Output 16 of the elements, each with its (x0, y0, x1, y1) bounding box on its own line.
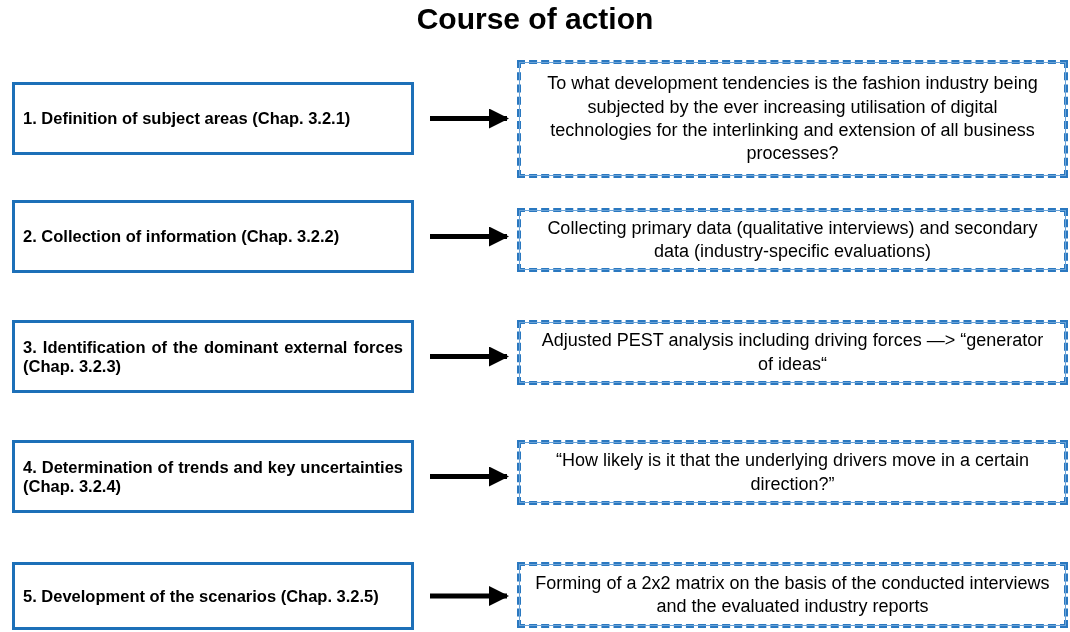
title: Course of action (415, 2, 655, 36)
arrow (430, 586, 509, 606)
step-box: 5. Development of the scenarios (Chap. 3.2.5) (12, 562, 414, 630)
description-box: To what development tendencies is the fashion industry being subjected by the ever increasing utilisation of digital technologies for the interlinking and extension of all business processes? (517, 60, 1068, 178)
description-box: “How likely is it that the underlying drivers move in a certain direction?” (517, 440, 1068, 505)
description-box: Forming of a 2x2 matrix on the basis of the conducted interviews and the evaluated industry reports (517, 562, 1068, 628)
description-box: Adjusted PEST analysis including driving forces —> “generator of ideas“ (517, 320, 1068, 385)
step-box: 2. Collection of information (Chap. 3.2.2) (12, 200, 414, 273)
arrow (430, 346, 509, 367)
step-box: 1. Definition of subject areas (Chap. 3.2.1) (12, 82, 414, 155)
step-box: 3. Identification of the dominant external forces (Chap. 3.2.3) (12, 320, 414, 393)
arrow (430, 466, 509, 487)
step-box: 4. Determination of trends and key uncertainties (Chap. 3.2.4) (12, 440, 414, 513)
arrow (430, 226, 509, 247)
description-box: Collecting primary data (qualitative interviews) and secondary data (industry-specific evaluations) (517, 208, 1068, 272)
arrow (430, 108, 509, 129)
